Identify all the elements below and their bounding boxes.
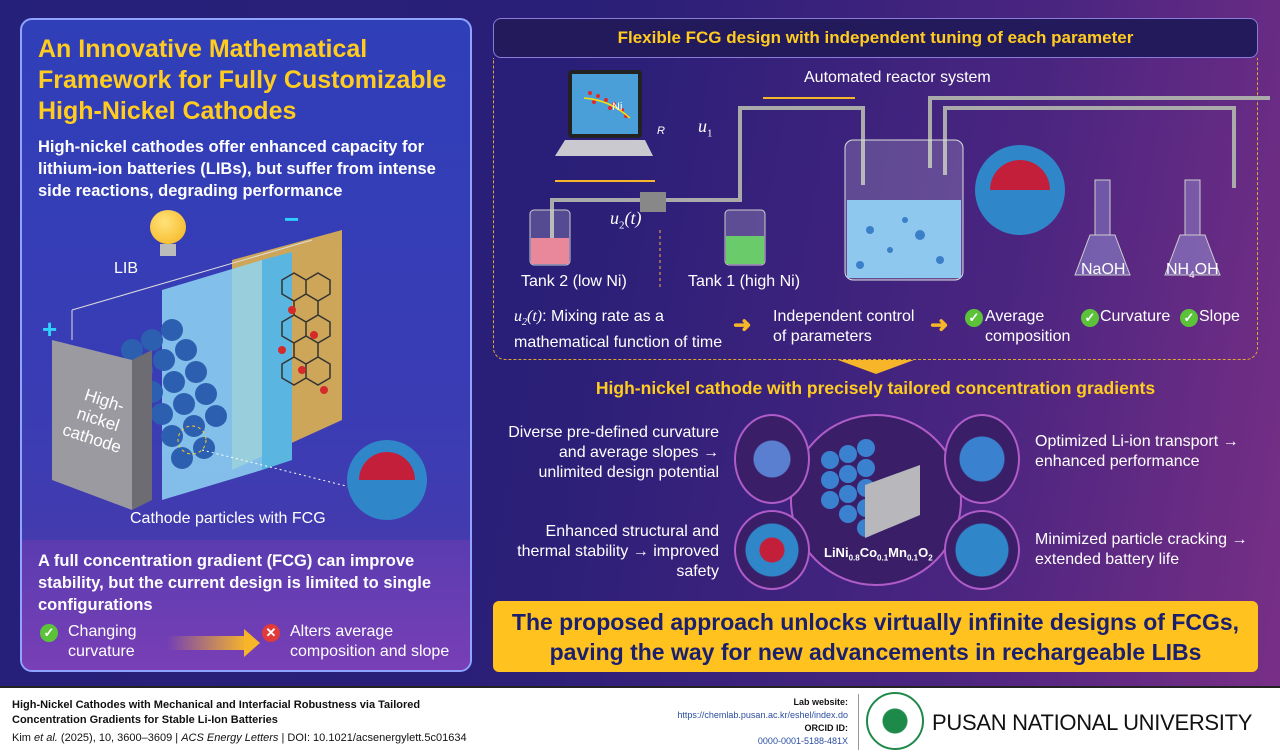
fcg-limitation-text: A full concentration gradient (FCG) can … xyxy=(38,552,431,614)
u2-inline-symbol: u xyxy=(514,308,522,325)
footer: High-Nickel Cathodes with Mechanical and… xyxy=(0,686,1280,754)
citation-etal: et al. xyxy=(34,732,58,744)
u2-label: u2(t) xyxy=(610,208,642,232)
u2-argument: (t) xyxy=(624,208,642,228)
university-seal-logo xyxy=(866,692,924,750)
u2-symbol: u xyxy=(610,208,619,228)
check-icon: ✓ xyxy=(40,624,58,642)
check-icon: ✓ xyxy=(1180,309,1198,327)
tank2-label: Tank 2 (low Ni) xyxy=(521,273,627,290)
left-panel: An Innovative Mathematical Framework for… xyxy=(20,18,472,672)
down-triangle-icon xyxy=(838,360,914,374)
citation-doi: | DOI: 10.1021/acsenergylett.5c01634 xyxy=(278,732,467,744)
nh4oh-b: OH xyxy=(1194,261,1219,278)
university-name: PUSAN NATIONAL UNIVERSITY xyxy=(932,710,1253,735)
u2-inline-arg: (t) xyxy=(527,308,543,325)
divider xyxy=(858,694,859,750)
orcid-link[interactable]: 0000-0001-5188-481X xyxy=(757,736,848,746)
battery-illustration xyxy=(52,230,427,520)
check-curvature: Curvature xyxy=(1100,308,1171,325)
independent-control-text: Independent control of parameters xyxy=(773,308,915,345)
check-slope: Slope xyxy=(1199,308,1240,325)
laptop-design-icon xyxy=(734,414,810,504)
formula-o: O xyxy=(918,545,929,560)
nh4oh-a: NH xyxy=(1166,261,1190,278)
tailored-gradients-heading: High-nickel cathode with precisely tailo… xyxy=(595,378,1156,398)
arrow-icon: ➜ xyxy=(733,312,752,337)
formula-co: Co xyxy=(859,545,878,560)
laptop-axis-y: Ni xyxy=(612,101,623,113)
mixing-rate-desc: : Mixing rate as a mathematical function… xyxy=(514,308,723,352)
u1-label: u1 xyxy=(698,116,713,140)
orcid-label: ORCID ID: xyxy=(804,723,849,733)
alters-label: Alters average composition and slope xyxy=(290,623,450,660)
nh4oh-sub: 4 xyxy=(1189,270,1195,282)
u2-inline: u2(t) xyxy=(514,308,543,329)
fcg-limitation-section: A full concentration gradient (FCG) can … xyxy=(22,540,470,670)
check-icon: ✓ xyxy=(965,309,983,327)
lab-info: Lab website: https://chemlab.pusan.ac.kr… xyxy=(677,696,848,748)
reactor-label: Automated reactor system xyxy=(804,69,991,86)
center-circle xyxy=(790,414,962,586)
mixing-rate-text: u2(t): Mixing rate as a mathematical fun… xyxy=(514,307,729,353)
citation-journal: ACS Energy Letters xyxy=(181,732,279,744)
benefit-safety: Enhanced structural and thermal stabilit… xyxy=(517,523,719,580)
check-average-composition: Average composition xyxy=(985,308,1071,345)
changing-curvature-label: Changing curvature xyxy=(68,623,137,660)
thermometer-sphere-icon xyxy=(734,510,810,590)
benefit-performance: Optimized Li-ion transport → enhanced pe… xyxy=(1035,433,1239,470)
arrow-head-icon xyxy=(244,629,260,657)
nh4oh-label: NH4OH xyxy=(1166,261,1219,281)
lib-label: LIB xyxy=(114,260,139,277)
benefit-battery-life: Minimized particle cracking → extended b… xyxy=(1035,531,1248,568)
reactor-section xyxy=(493,58,1258,360)
cracking-particle-icon xyxy=(944,510,1020,590)
lightbulb-icon xyxy=(150,210,186,256)
formula-li-ni: LiNi xyxy=(824,545,849,560)
reactor-diagram xyxy=(529,70,1270,290)
arrow-icon: ➜ xyxy=(930,312,949,337)
formula-mn-sub: 0.1 xyxy=(906,553,919,563)
intro-text: High-nickel cathodes offer enhanced capa… xyxy=(38,138,436,200)
benefit-design-potential: Diverse pre-defined curvature and averag… xyxy=(508,424,719,481)
plus-sign: + xyxy=(42,314,58,344)
citation: Kim et al. (2025), 10, 3600–3609 | ACS E… xyxy=(12,732,467,744)
li-ion-transport-icon xyxy=(944,414,1020,504)
u2-inline-sub: 2 xyxy=(522,317,527,329)
paper-title: High-Nickel Cathodes with Mechanical and… xyxy=(12,699,421,726)
u1-symbol: u xyxy=(698,116,707,136)
minus-sign: − xyxy=(284,204,300,234)
x-icon: ✕ xyxy=(262,624,280,642)
formula-ni-sub: 0.8 xyxy=(848,553,860,563)
formula-mn: Mn xyxy=(888,545,907,560)
particle-cube-illustration xyxy=(821,439,920,538)
particles-caption: Cathode particles with FCG xyxy=(130,510,326,527)
arrow-icon xyxy=(167,636,247,650)
check-icon: ✓ xyxy=(1081,309,1099,327)
chemical-formula: LiNi0.8Co0.1Mn0.1O2 xyxy=(824,545,933,563)
u2-subscript: 2 xyxy=(619,219,625,232)
main-title: An Innovative Mathematical Framework for… xyxy=(38,35,447,125)
u1-subscript: 1 xyxy=(707,127,713,140)
conclusion-banner: The proposed approach unlocks virtually … xyxy=(493,601,1258,672)
laptop-axis-x: R xyxy=(657,125,665,137)
naoh-label: NaOH xyxy=(1081,261,1126,278)
formula-co-sub: 0.1 xyxy=(877,553,889,563)
citation-author: Kim xyxy=(12,732,34,744)
citation-volume: (2025), 10, 3600–3609 | xyxy=(57,732,182,744)
formula-o-sub: 2 xyxy=(928,553,933,563)
lab-website-label: Lab website: xyxy=(793,697,848,707)
lab-website-link[interactable]: https://chemlab.pusan.ac.kr/eshel/index.… xyxy=(677,710,848,720)
tank1-label: Tank 1 (high Ni) xyxy=(688,273,801,290)
flexible-fcg-header: Flexible FCG design with independent tun… xyxy=(493,18,1258,58)
